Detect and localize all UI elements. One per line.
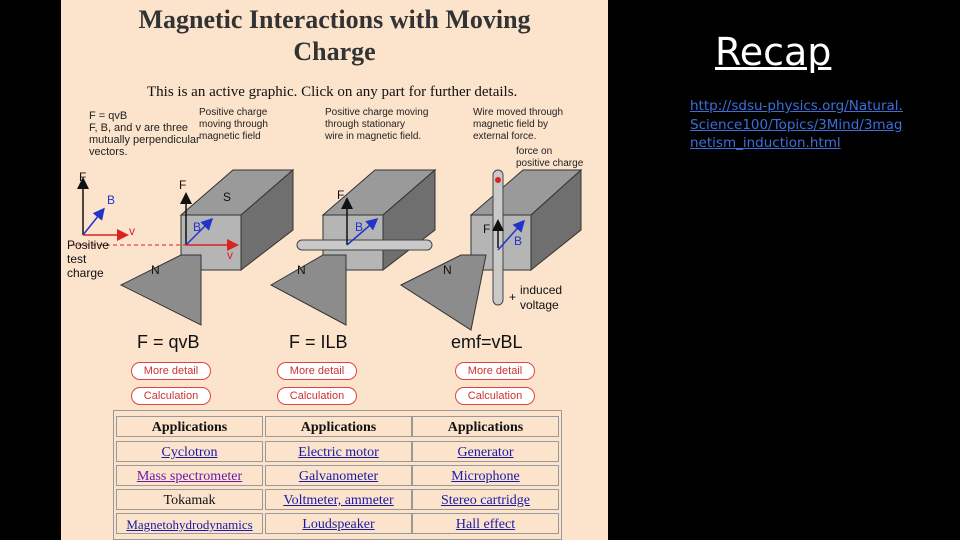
label-v-magnet1: v [227,248,233,262]
active-graphic-image[interactable]: Magnetic Interactions with Moving Charge… [61,0,608,540]
app-link-mass-spectrometer[interactable]: Mass spectrometer [116,465,263,486]
label-S: S [223,190,232,204]
app-link-cyclotron[interactable]: Cyclotron [116,441,263,462]
applications-table: Applications Applications Applications C… [113,410,562,540]
app-link-microphone[interactable]: Microphone [412,465,559,486]
label-B: B [107,193,116,207]
calculation-button-1[interactable]: Calculation [131,387,211,405]
formula-force-charge[interactable]: F = qvB [137,332,200,352]
app-link-magnetohydrodynamics[interactable]: Magnetohydrodynamics [116,513,263,534]
magnet-diagram[interactable] [61,160,608,335]
label-N-magnet2: N [297,263,306,277]
applications-header: Applications [265,416,412,437]
app-tokamak: Tokamak [116,489,263,510]
label-induced-voltage: induced voltage [520,283,563,312]
more-detail-button-1[interactable]: More detail [131,362,211,380]
note-wire-moved: Wire moved through magnetic field by ext… [473,107,564,142]
label-B-magnet3: B [514,234,523,248]
applications-header: Applications [116,416,263,437]
graphic-title-line2: Charge [293,37,376,66]
formula-force-wire[interactable]: F = ILB [289,332,348,352]
note-charge-moving: Positive charge moving through magnetic … [199,107,268,142]
app-link-generator[interactable]: Generator [412,441,559,462]
label-F-magnet1: F [179,178,187,192]
label-v: v [129,224,135,238]
note-force: force on positive charge [516,146,584,169]
slide-title: Recap [715,30,832,74]
formula-note: F = qvB F, B, and v are three mutually p… [89,110,200,158]
label-N-magnet1: N [151,263,160,277]
formula-emf[interactable]: emf=vBL [451,332,523,352]
label-plus: + [509,290,517,304]
calculation-button-3[interactable]: Calculation [455,387,535,405]
graphic-title-line1: Magnetic Interactions with Moving [138,5,531,34]
more-detail-button-2[interactable]: More detail [277,362,357,380]
instruction-text: This is an active graphic. Click on any … [147,84,518,100]
source-url-link[interactable]: http://sdsu-physics.org/Natural.Science1… [690,98,903,151]
applications-header: Applications [412,416,559,437]
app-link-stereo-cartridge[interactable]: Stereo cartridge [412,489,559,510]
label-F: F [79,170,87,184]
app-link-hall-effect[interactable]: Hall effect [412,513,559,534]
more-detail-button-3[interactable]: More detail [455,362,535,380]
label-F-magnet3: F [483,222,491,236]
app-link-voltmeter[interactable]: Voltmeter, ammeter [265,489,412,510]
label-F-magnet2: F [337,188,345,202]
label-B-magnet1: B [193,220,202,234]
app-link-loudspeaker[interactable]: Loudspeaker [265,513,412,534]
note-wire-charge: Positive charge moving through stationar… [325,107,429,142]
label-test-charge: Positive test charge [67,238,110,280]
label-B-magnet2: B [355,220,364,234]
calculation-button-2[interactable]: Calculation [277,387,357,405]
app-link-electric-motor[interactable]: Electric motor [265,441,412,462]
wire-horizontal[interactable] [296,239,433,251]
label-N-magnet3: N [443,263,452,277]
app-link-galvanometer[interactable]: Galvanometer [265,465,412,486]
magnet-1[interactable] [119,168,295,326]
